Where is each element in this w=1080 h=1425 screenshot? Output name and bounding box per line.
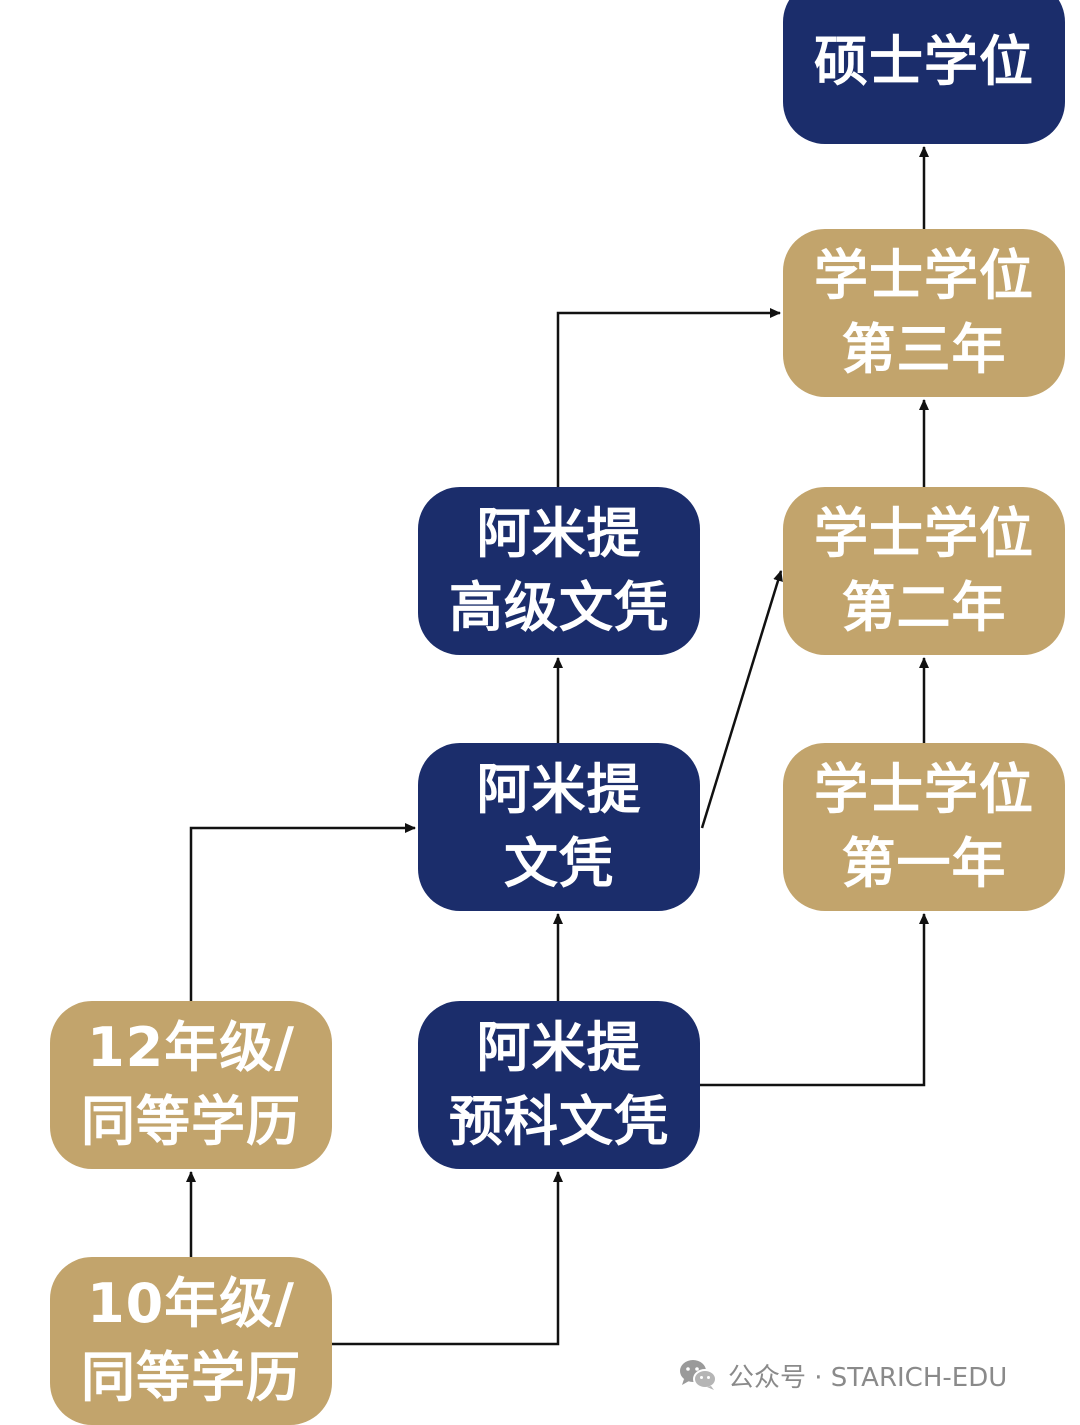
node-grade10-line2: 同等学历 (81, 1346, 301, 1409)
node-grade10: 10年级/ 同等学历 (50, 1257, 332, 1425)
node-bachelor-year3: 学士学位 第三年 (783, 229, 1065, 397)
watermark-text: 公众号 · STARICH-EDU (728, 1362, 1008, 1393)
node-diploma-line2: 文凭 (504, 832, 614, 895)
arrow-foundation-to-bachelor1 (700, 913, 929, 1087)
node-bachelor-year1: 学士学位 第一年 (783, 743, 1065, 911)
arrow-grade12-to-diploma (189, 823, 416, 1001)
arrow-diploma-to-bachelor2 (700, 570, 783, 829)
node-advanced-diploma-line2: 高级文凭 (449, 576, 669, 639)
node-master-degree-label: 硕士学位 (814, 30, 1034, 93)
node-bachelor-year2: 学士学位 第二年 (783, 487, 1065, 655)
node-grade12-line2: 同等学历 (81, 1090, 301, 1153)
node-advanced-diploma-line1: 阿米提 (476, 502, 642, 565)
wechat-icon (678, 1358, 718, 1392)
node-foundation-diploma-line2: 预科文凭 (449, 1090, 669, 1153)
node-bachelor-year2-line1: 学士学位 (814, 502, 1034, 565)
node-bachelor-year2-line2: 第二年 (841, 576, 1007, 639)
node-foundation-diploma: 阿米提 预科文凭 (418, 1001, 700, 1169)
node-diploma-line1: 阿米提 (476, 758, 642, 821)
watermark: 公众号 · STARICH-EDU (678, 1354, 1007, 1396)
node-bachelor-year1-line1: 学士学位 (814, 758, 1034, 821)
node-grade12: 12年级/ 同等学历 (50, 1001, 332, 1169)
node-master-degree: 硕士学位 (783, 0, 1065, 144)
node-foundation-diploma-line1: 阿米提 (476, 1016, 642, 1079)
node-bachelor-year3-line1: 学士学位 (814, 244, 1034, 307)
arrow-grade10-to-foundation (332, 1171, 563, 1346)
node-bachelor-year1-line2: 第一年 (841, 832, 1007, 895)
node-diploma: 阿米提 文凭 (418, 743, 700, 911)
node-grade12-line1: 12年级/ (87, 1016, 295, 1079)
node-advanced-diploma: 阿米提 高级文凭 (418, 487, 700, 655)
node-bachelor-year3-line2: 第三年 (841, 318, 1007, 381)
node-grade10-line1: 10年级/ (87, 1272, 295, 1335)
arrow-advanced-diploma-to-bachelor3 (556, 308, 781, 487)
